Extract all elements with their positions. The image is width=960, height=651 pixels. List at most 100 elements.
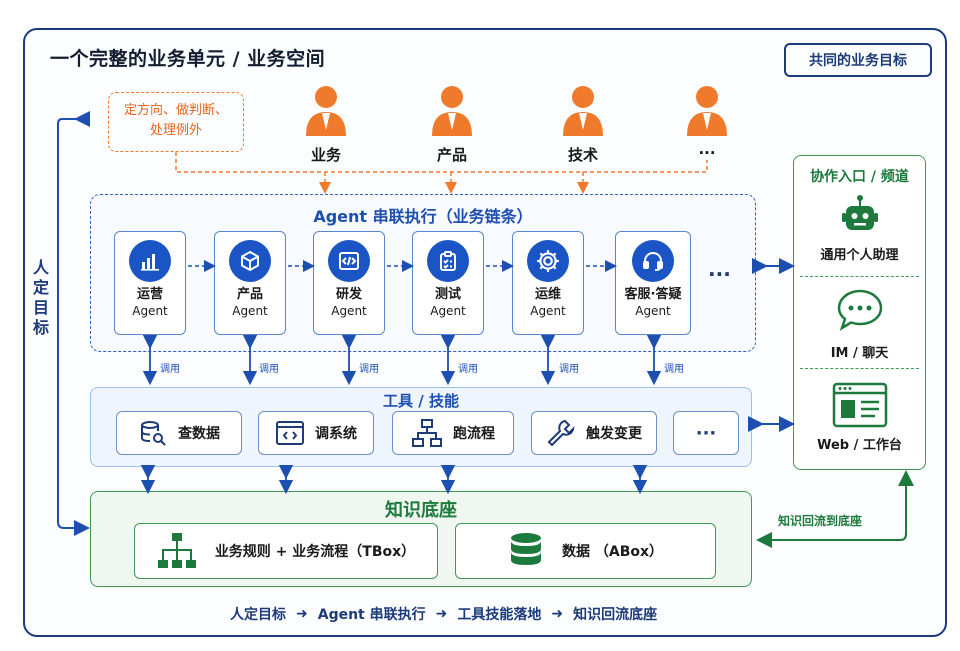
bar-chart-icon [129, 240, 171, 282]
kb-rules-tbox[interactable]: 业务规则 + 业务流程（TBox） [134, 523, 438, 579]
cube-icon [229, 240, 271, 282]
person-icon [563, 86, 603, 136]
tool-run-process[interactable]: 跑流程 [392, 411, 514, 455]
agent-name: 运维 [534, 287, 561, 302]
headset-icon [632, 240, 674, 282]
agent-card-ops[interactable]: 运营 Agent [114, 231, 186, 335]
tools-title: 工具 / 技能 [383, 392, 459, 410]
agent-sub: Agent [132, 304, 168, 318]
tool-label: 触发变更 [586, 426, 642, 442]
person-icon [432, 86, 472, 136]
person-more: ··· [677, 84, 737, 162]
agent-card-product[interactable]: 产品 Agent [214, 231, 286, 335]
left-vertical-label: 人 定 目 标 [30, 258, 52, 338]
knowledge-base-title: 知识底座 [385, 500, 457, 521]
person-icon [306, 86, 346, 136]
flow-step: 工具技能落地 [457, 607, 542, 623]
decision-note-line: 定方向、做判断、 [123, 103, 228, 118]
person-tech: 技术 [553, 84, 613, 165]
person-product: 产品 [422, 84, 482, 165]
agent-name: 客服·答疑 [624, 287, 682, 302]
channel-im[interactable]: IM / 聊天 [793, 288, 926, 361]
person-label: ··· [698, 144, 716, 162]
hierarchy-icon [157, 533, 196, 568]
tool-more[interactable]: ··· [673, 411, 739, 455]
decision-note: 定方向、做判断、 处理例外 [108, 92, 244, 152]
channel-label: 通用个人助理 [820, 248, 899, 263]
agent-sub: Agent [331, 304, 367, 318]
kb-label: 数据 （ABox） [561, 544, 664, 560]
tool-label: 跑流程 [453, 426, 495, 442]
person-label: 产品 [436, 146, 467, 164]
channels-title: 协作入口 / 频道 [810, 169, 909, 185]
agent-card-support[interactable]: 客服·答疑 Agent [615, 231, 691, 335]
chat-bubble-icon [837, 289, 882, 331]
agent-chain-title: Agent 串联执行（业务链条） [313, 207, 533, 226]
agent-card-test[interactable]: 测试 Agent [412, 231, 484, 335]
goal-badge: 共同的业务目标 [784, 43, 932, 77]
channel-label: IM / 聊天 [830, 346, 889, 361]
person-label: 业务 [310, 146, 341, 164]
left-label-char: 定 [32, 278, 49, 297]
person-icon [687, 86, 727, 136]
database-search-icon [141, 421, 166, 446]
page-title: 一个完整的业务单元 / 业务空间 [50, 48, 326, 70]
person-label: 技术 [567, 146, 598, 164]
channel-divider [800, 368, 919, 369]
kb-data-abox[interactable]: 数据 （ABox） [455, 523, 716, 579]
arrow-right-icon: ➜ [551, 606, 564, 622]
call-label: 调用 [458, 364, 478, 375]
call-label: 调用 [359, 364, 379, 375]
agent-name: 运营 [136, 287, 163, 302]
clipboard-check-icon [427, 240, 469, 282]
gear-icon [527, 240, 569, 282]
flowchart-icon [412, 419, 442, 447]
robot-icon [841, 195, 878, 230]
agent-sub: Agent [430, 304, 466, 318]
call-label: 调用 [664, 364, 684, 375]
agent-name: 产品 [236, 287, 263, 302]
decision-connectors [175, 152, 708, 194]
code-window-icon [276, 421, 304, 445]
agent-name: 研发 [335, 287, 362, 302]
web-window-icon [832, 382, 887, 428]
goal-arrow [57, 111, 90, 536]
person-business: 业务 [296, 84, 356, 165]
agent-name: 测试 [434, 287, 461, 302]
arrow-right-icon: ➜ [435, 606, 448, 622]
tool-label: 调系统 [315, 426, 357, 442]
tool-call-system[interactable]: 调系统 [258, 411, 374, 455]
tool-more-label: ··· [695, 422, 717, 444]
tools-kb-arrows [140, 464, 648, 495]
tool-trigger-change[interactable]: 触发变更 [531, 411, 657, 455]
agent-sub: Agent [635, 304, 671, 318]
left-label-char: 标 [32, 318, 49, 337]
code-icon [328, 240, 370, 282]
channel-assistant[interactable]: 通用个人助理 [793, 194, 926, 263]
channel-label: Web / 工作台 [817, 438, 902, 453]
database-icon [510, 533, 541, 565]
backflow-arrow [756, 470, 914, 548]
channel-divider [800, 276, 919, 277]
agent-card-ops-maint[interactable]: 运维 Agent [512, 231, 584, 335]
call-arrows [142, 334, 662, 386]
call-label: 调用 [160, 364, 180, 375]
kb-label: 业务规则 + 业务流程（TBox） [214, 544, 416, 560]
decision-note-line: 处理例外 [149, 123, 202, 138]
agent-more: ··· [708, 262, 731, 286]
left-label-char: 目 [32, 298, 49, 317]
tool-query-data[interactable]: 查数据 [116, 411, 242, 455]
arrow-right-icon: ➜ [296, 606, 308, 622]
tool-label: 查数据 [178, 426, 220, 442]
call-label: 调用 [559, 364, 579, 375]
wrench-icon [547, 419, 575, 447]
agent-card-dev[interactable]: 研发 Agent [313, 231, 385, 335]
call-label: 调用 [259, 364, 279, 375]
flow-step: 人定目标 [230, 607, 286, 623]
flow-summary: 人定目标 ➜ Agent 串联执行 ➜ 工具技能落地 ➜ 知识回流底座 [230, 604, 657, 624]
left-label-char: 人 [32, 258, 49, 277]
agent-sub: Agent [232, 304, 268, 318]
backflow-label: 知识回流到底座 [778, 514, 863, 528]
channel-web[interactable]: Web / 工作台 [793, 382, 926, 453]
